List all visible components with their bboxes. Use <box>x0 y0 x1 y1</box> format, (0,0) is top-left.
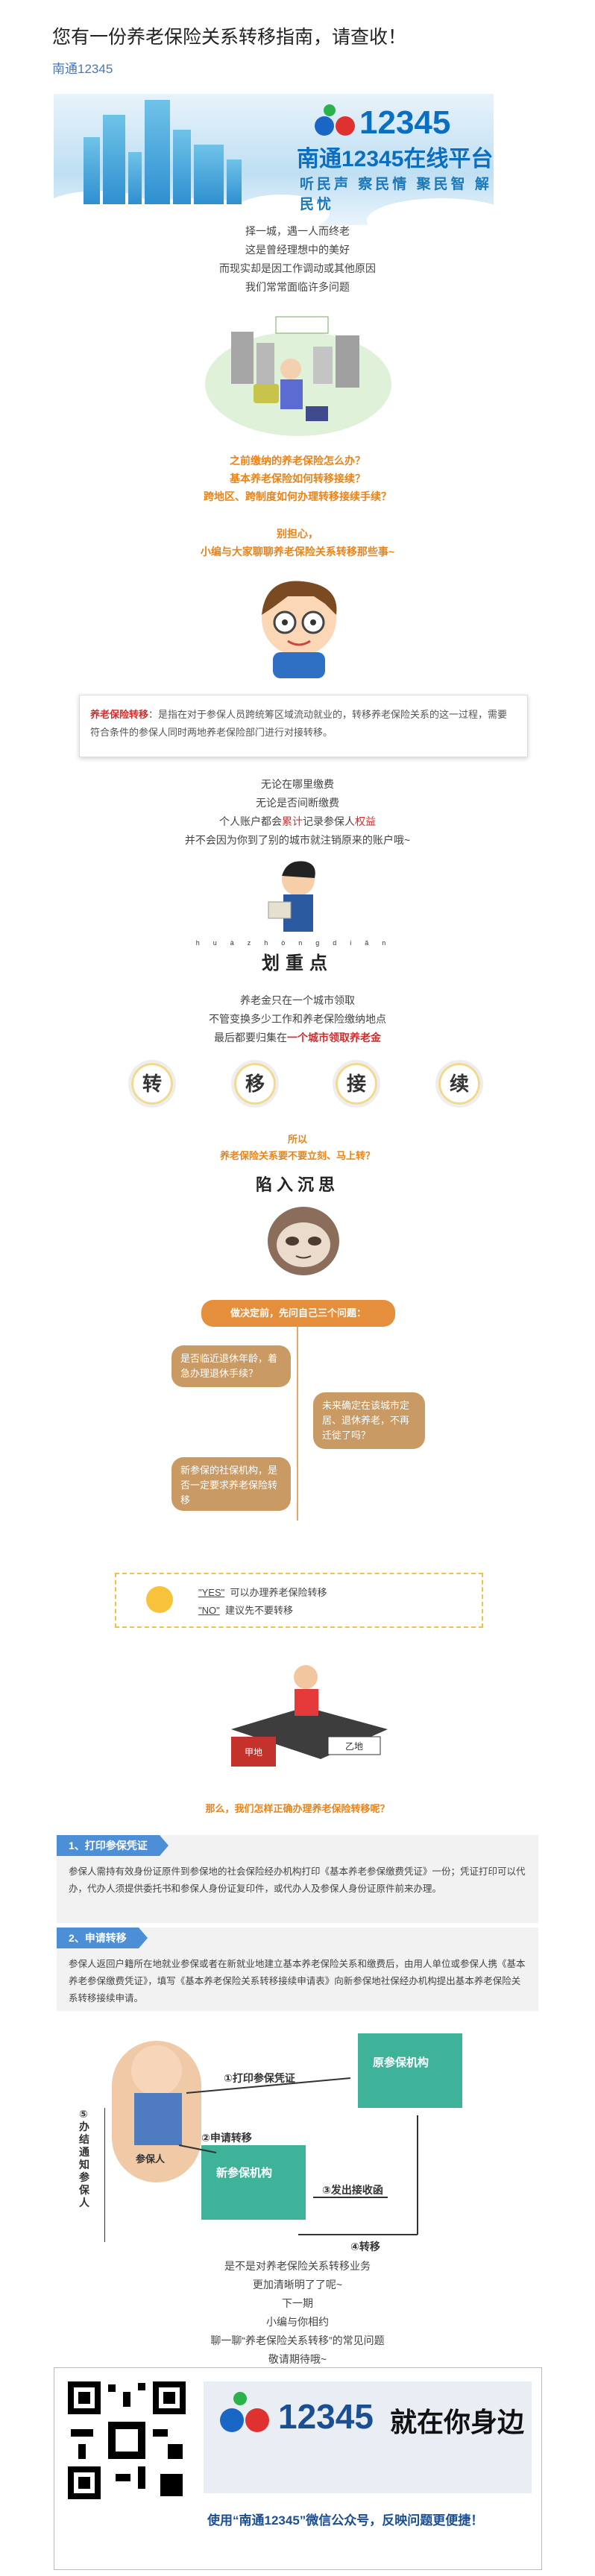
outro-line: 下一期 <box>282 2297 313 2309</box>
footer-card: 12345 就在你身边 使用“南通12345”微信公众号，反映问题更便捷！ <box>54 2367 542 2570</box>
decision-question-3: 新参保的社保机构，是否一定要求养老保险转移 <box>171 1457 291 1511</box>
question-line: 跨地区、跨制度如何办理转移接续手续？ <box>204 490 391 502</box>
step-3-label: ③发出接收函 <box>322 2184 383 2196</box>
char-xu: 续 <box>435 1060 483 1108</box>
intro-line: 择一城，遇一人而终老 <box>245 225 350 237</box>
outro-line: 更加清晰明了了呢~ <box>252 2279 343 2291</box>
pension-line: 最后都要归集在一个城市领取养老金 <box>214 1032 381 1044</box>
banner: 12345 南通12345在线平台 听民声 察民情 聚民智 解民忧 <box>54 94 494 225</box>
race-label-b: 乙地 <box>345 1741 363 1752</box>
dont-worry-line: 别担心， <box>277 528 318 540</box>
brand-tags: 听民声 察民情 聚民智 解民忧 <box>300 173 494 213</box>
race-illustration: 甲地 乙地 <box>231 1665 388 1767</box>
step-2-label: ②申请转移 <box>201 2132 252 2144</box>
tag-3: 聚民智 <box>416 177 468 192</box>
flow-arrows <box>104 2033 462 2242</box>
definition-box: 养老保险转移：是指在对于参保人员跨统筹区域流动就业的，转移养老保险关系的这一过程… <box>79 695 528 757</box>
so-line: 养老保险关系要不要立刻、马上转？ <box>219 1150 375 1161</box>
fact-line: 并不会因为你到了别的城市就注销原来的账户哦~ <box>184 834 411 846</box>
tag-4: 解民忧 <box>300 177 492 212</box>
section-apply-transfer: 2、申请转移 参保人返回户籍所在地就业参保或者在新就业地建立基本养老保险关系和缴… <box>57 1928 538 2011</box>
intro-line: 而现实却是因工作调动或其他原因 <box>219 262 376 274</box>
section-1-text: 参保人需持有效身份证原件到参保地的社会保险经办机构打印《基本养老参保缴费凭证》一… <box>69 1866 526 1894</box>
person-label: 参保人 <box>136 2153 166 2165</box>
decision-header: 做决定前，先问自己三个问题： <box>201 1300 395 1327</box>
char-jie: 接 <box>333 1060 380 1108</box>
outro-line: 小编与你相约 <box>266 2316 329 2328</box>
dont-worry: 别担心， 小编与大家聊聊养老保险关系转移那些事~ <box>0 525 595 561</box>
tag-2: 察民情 <box>358 177 410 192</box>
pension-lines: 养老金只在一个城市领取 不管变换多少工作和养老保险缴纳地点 最后都要归集在一个城… <box>0 991 595 1047</box>
char-yi: 移 <box>231 1060 279 1108</box>
commuter-illustration <box>205 316 391 436</box>
section-1-tag: 1、打印参保凭证 <box>57 1835 169 1856</box>
outro-line: 聊一聊“养老保险关系转移”的常见问题 <box>210 2334 385 2346</box>
deep-thought-title: 陷入沉思 <box>255 1175 339 1194</box>
fact-line: 无论是否间断缴费 <box>256 797 339 809</box>
pension-line: 不管变换多少工作和养老保险缴纳地点 <box>209 1013 386 1025</box>
keypoint-pinyin: huàzhòngdiǎn <box>195 939 400 947</box>
question-line: 之前缴纳的养老保险怎么办？ <box>230 455 365 467</box>
teacher-illustration <box>268 861 315 932</box>
step-5-label: ⑤办结通知参保人 <box>79 2108 89 2209</box>
no-line: "NO" 建议先不要转移 <box>198 1605 293 1616</box>
questions: 之前缴纳的养老保险怎么办？ 基本养老保险如何转移接续？ 跨地区、跨制度如何办理转… <box>0 452 595 505</box>
race-label-a: 甲地 <box>245 1747 262 1758</box>
definition-text: ：是指在对于参保人员跨统筹区域流动就业的，转移养老保险关系的这一过程，需要符合条… <box>90 709 508 738</box>
outro-lines: 是不是对养老保险关系转移业务 更加清晰明了了呢~ 下一期 小编与你相约 聊一聊“… <box>0 2257 595 2369</box>
yes-no-tip-box: "YES" 可以办理养老保险转移 "NO" 建议先不要转移 <box>115 1573 483 1628</box>
outro-line: 敬请期待哦~ <box>268 2353 327 2365</box>
step-1-label: ①打印参保凭证 <box>224 2072 295 2084</box>
so-question: 所以 养老保险关系要不要立刻、马上转？ <box>0 1131 595 1164</box>
decision-question-2: 未来确定在该城市定居、退休养老，不再迁徙了吗？ <box>313 1392 425 1449</box>
timeline-line <box>297 1327 298 1521</box>
intro-lines: 择一城，遇一人而终老 这是曾经理想中的美好 而现实却是因工作调动或其他原因 我们… <box>0 222 595 297</box>
account-name-link[interactable]: 南通12345 <box>52 62 113 76</box>
facts: 无论在哪里缴费 无论是否间断缴费 个人账户都会累计记录参保人权益 并不会因为你到… <box>0 775 595 850</box>
brand-number: 12345 <box>359 104 451 141</box>
yes-line: "YES" 可以办理养老保险转移 <box>198 1587 327 1598</box>
footer-bottom-text: 使用“南通12345”微信公众号，反映问题更便捷！ <box>207 2513 484 2528</box>
dont-worry-line: 小编与大家聊聊养老保险关系转移那些事~ <box>200 546 395 558</box>
tag-1: 听民声 <box>300 177 352 192</box>
step-4-label: ④转移 <box>350 2241 380 2253</box>
keypoint-title: 划重点 <box>262 953 333 973</box>
old-org-label: 原参保机构 <box>373 2056 429 2069</box>
lemon-icon <box>146 1586 173 1613</box>
footer-banner: 12345 就在你身边 <box>204 2381 532 2493</box>
definition-term: 养老保险转移 <box>90 709 149 720</box>
decision-question-1: 是否临近退休年龄，着急办理退休手续？ <box>171 1345 291 1387</box>
question-line: 基本养老保险如何转移接续？ <box>230 473 365 484</box>
boy-mascot-illustration <box>262 581 337 678</box>
how-question: 那么，我们怎样正确办理养老保险转移呢？ <box>205 1803 390 1814</box>
brand-platform: 南通12345在线平台 <box>297 147 494 171</box>
qr-code-icon <box>63 2377 190 2504</box>
article-title: 您有一份养老保险关系转移指南，请查收！ <box>52 27 407 48</box>
outro-line: 是不是对养老保险关系转移业务 <box>224 2260 371 2272</box>
section-print-certificate: 1、打印参保凭证 参保人需持有效身份证原件到参保地的社会保险经办机构打印《基本养… <box>57 1835 538 1923</box>
intro-line: 我们常常面临许多问题 <box>245 281 350 293</box>
footer-number: 12345 <box>278 2397 374 2436</box>
fact-line: 无论在哪里缴费 <box>261 778 334 790</box>
fact-line: 个人账户都会累计记录参保人权益 <box>219 815 376 827</box>
section-2-tag: 2、申请转移 <box>57 1928 148 1948</box>
new-org-label: 新参保机构 <box>216 2167 273 2179</box>
section-2-text: 参保人返回户籍所在地就业参保或者在新就业地建立基本养老保险关系和缴费后，由用人单… <box>69 1959 526 2004</box>
pension-line: 养老金只在一个城市领取 <box>240 994 355 1006</box>
char-zhuan: 转 <box>128 1060 176 1108</box>
sloth-illustration <box>268 1207 339 1275</box>
footer-slogan: 就在你身边 <box>390 2407 525 2437</box>
transfer-flow-diagram: 原参保机构 新参保机构 参保人 ①打印参保凭证 ②申请转移 ③发出接收函 ④转移… <box>79 2018 492 2264</box>
so-line: 所以 <box>287 1134 307 1145</box>
intro-line: 这是曾经理想中的美好 <box>245 244 350 256</box>
